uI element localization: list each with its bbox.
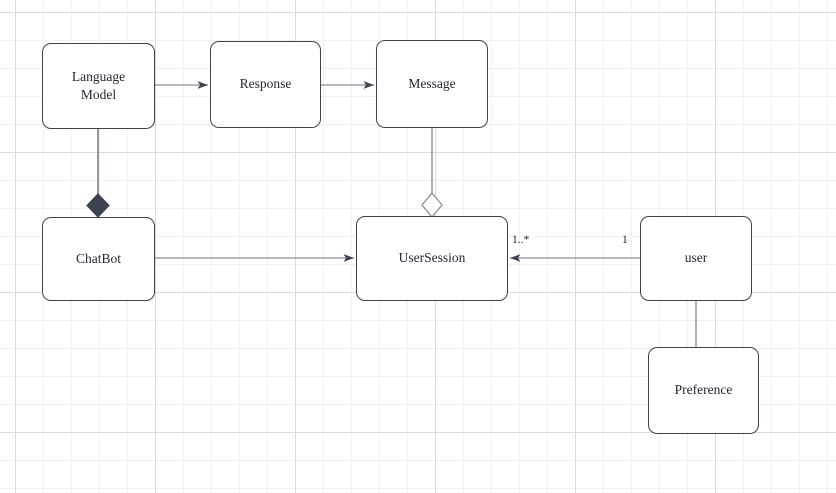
node-message-label: Message	[408, 75, 456, 91]
edge-message-to-usersession	[421, 128, 443, 219]
multiplicity-usersession: 1..*	[512, 234, 530, 246]
aggregation-diamond-icon	[421, 191, 443, 219]
node-preference[interactable]: Preference	[648, 347, 759, 434]
node-usersession[interactable]: UserSession	[356, 216, 508, 301]
node-preference-label: Preference	[674, 382, 733, 398]
node-message[interactable]: Message	[376, 40, 488, 128]
node-chatbot[interactable]: ChatBot	[42, 217, 155, 301]
edge-language-model-to-chatbot	[86, 129, 110, 218]
node-user-label: user	[684, 250, 708, 266]
node-response-label: Response	[239, 76, 292, 92]
multiplicity-user: 1	[622, 234, 628, 246]
node-usersession-label: UserSession	[398, 250, 466, 266]
node-language-model[interactable]: Language Model	[42, 43, 155, 129]
node-language-model-label: Language Model	[71, 68, 126, 102]
node-user[interactable]: user	[640, 216, 752, 301]
node-chatbot-label: ChatBot	[75, 250, 121, 266]
node-response[interactable]: Response	[210, 41, 321, 128]
composition-diamond-icon	[86, 193, 110, 218]
